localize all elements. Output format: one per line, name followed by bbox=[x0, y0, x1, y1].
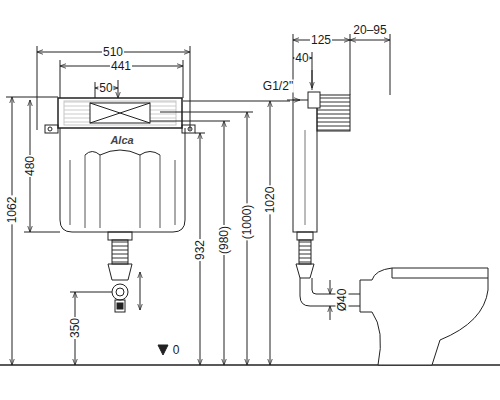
depth-dimension: 20–95 bbox=[352, 24, 387, 37]
floor-level: 0 bbox=[172, 344, 181, 357]
height-dimension: (980) bbox=[218, 225, 231, 255]
height-dimension: 350 bbox=[69, 317, 82, 339]
height-dimension: 1020 bbox=[264, 186, 277, 215]
height-dimension: (1000) bbox=[241, 204, 254, 241]
brand-logo: Alca bbox=[109, 134, 134, 147]
height-dimension: 480 bbox=[24, 155, 37, 177]
height-dimension: 932 bbox=[194, 239, 207, 261]
depth-dimension: 40 bbox=[294, 52, 309, 65]
pipe-diameter: Ø40 bbox=[336, 288, 349, 313]
depth-dimension: 125 bbox=[310, 34, 332, 47]
height-dimension: 1062 bbox=[6, 196, 19, 225]
width-dimension: 510 bbox=[102, 46, 124, 59]
width-dimension: 441 bbox=[110, 60, 132, 73]
offset-dimension: 50 bbox=[98, 82, 113, 95]
thread-size: G1/2" bbox=[262, 80, 294, 93]
